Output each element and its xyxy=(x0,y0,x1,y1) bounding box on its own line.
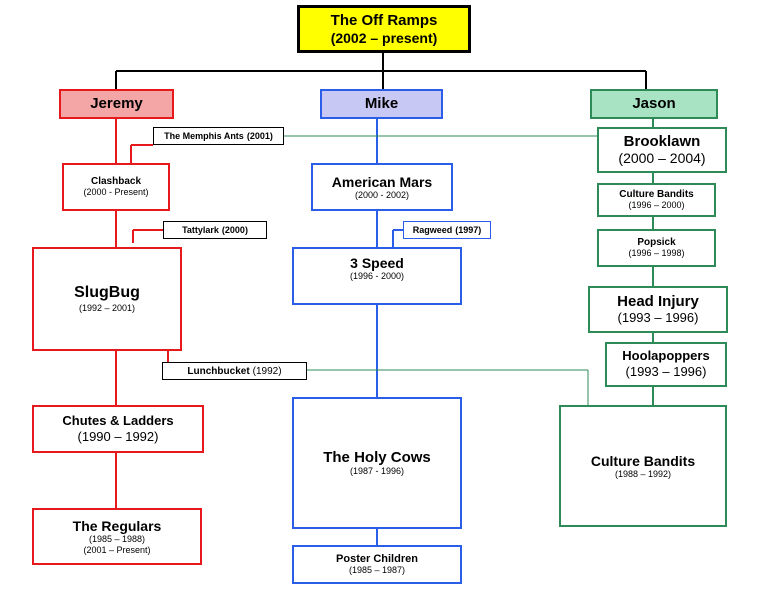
root-bracket xyxy=(115,53,647,89)
connector-tattylark: Tattylark (2000) xyxy=(163,221,267,239)
band-name: The Regulars xyxy=(72,517,162,534)
band-name: The Holy Cows xyxy=(323,448,431,466)
band-3-speed: 3 Speed (1996 - 2000) xyxy=(292,247,462,305)
band-american-mars: American Mars (2000 - 2002) xyxy=(311,163,453,211)
band-name: American Mars xyxy=(331,173,433,190)
band-years: (2000 - Present) xyxy=(83,187,149,198)
band-years: (2000 - 2002) xyxy=(354,189,410,200)
band-holy-cows: The Holy Cows (1987 - 1996) xyxy=(292,397,462,529)
connector-name: Ragweed xyxy=(412,225,453,235)
band-years: (1996 - 2000) xyxy=(349,271,405,282)
connector-years: (1997) xyxy=(455,225,482,235)
member-jason: Jason xyxy=(590,89,718,119)
band-years-second: (2001 – Present) xyxy=(83,544,151,555)
band-slugbug: SlugBug (1992 – 2001) xyxy=(32,247,182,351)
cross-connectors xyxy=(284,135,598,405)
band-culture-bandits-1988: Culture Bandits (1988 – 1992) xyxy=(559,405,727,527)
band-years: (1993 – 1996) xyxy=(625,364,707,380)
band-name: Head Injury xyxy=(617,293,699,311)
root-band-name: The Off Ramps xyxy=(330,12,438,30)
connector-years: (2000) xyxy=(221,225,248,235)
band-name: SlugBug xyxy=(74,284,140,302)
band-poster-children: Poster Children (1985 – 1987) xyxy=(292,545,462,584)
band-hoolapoppers: Hoolapoppers (1993 – 1996) xyxy=(605,342,727,387)
connector-ragweed: Ragweed (1997) xyxy=(403,221,491,239)
connector-years: (1992) xyxy=(252,365,282,377)
connector-lunchbucket: Lunchbucket (1992) xyxy=(162,362,307,380)
band-years: (2000 – 2004) xyxy=(618,150,706,167)
root-band-years: (2002 – present) xyxy=(330,29,438,46)
member-jeremy-label: Jeremy xyxy=(90,95,143,113)
root-band-box: The Off Ramps (2002 – present) xyxy=(297,5,471,53)
band-name: Chutes & Ladders xyxy=(62,412,174,428)
band-years: (1996 – 2000) xyxy=(628,200,685,211)
band-name: 3 Speed xyxy=(350,255,404,271)
band-clashback: Clashback (2000 - Present) xyxy=(62,163,170,211)
mike-chain xyxy=(376,119,403,545)
member-jeremy: Jeremy xyxy=(59,89,174,119)
jeremy-chain xyxy=(115,119,169,508)
band-years: (1993 – 1996) xyxy=(617,310,699,326)
band-years: (1985 – 1988) xyxy=(88,533,146,544)
band-name: Culture Bandits xyxy=(590,452,696,469)
band-head-injury: Head Injury (1993 – 1996) xyxy=(588,286,728,333)
band-name: Culture Bandits xyxy=(619,188,694,200)
band-regulars: The Regulars (1985 – 1988) (2001 – Prese… xyxy=(32,508,202,565)
band-name: Hoolapoppers xyxy=(622,348,710,364)
connector-name: Tattylark xyxy=(182,225,219,235)
member-mike-label: Mike xyxy=(364,95,399,113)
connector-name: The Memphis Ants xyxy=(164,131,244,141)
band-years: (1996 – 1998) xyxy=(628,248,685,259)
connector-years: (2001) xyxy=(246,131,273,141)
band-name: Popsick xyxy=(637,236,676,248)
band-name: Clashback xyxy=(90,175,142,187)
band-years: (1987 - 1996) xyxy=(349,466,405,477)
band-years: (1990 – 1992) xyxy=(77,428,159,444)
band-years: (1988 – 1992) xyxy=(614,468,672,479)
connector-name: Lunchbucket xyxy=(187,365,250,377)
band-years: (1985 – 1987) xyxy=(348,565,406,576)
band-years: (1992 – 2001) xyxy=(78,302,136,313)
band-brooklawn: Brooklawn (2000 – 2004) xyxy=(597,127,727,173)
band-name: Poster Children xyxy=(336,552,418,565)
band-chutes-ladders: Chutes & Ladders (1990 – 1992) xyxy=(32,405,204,453)
band-culture-bandits-1996: Culture Bandits (1996 – 2000) xyxy=(597,183,716,217)
member-mike: Mike xyxy=(320,89,443,119)
band-name: Brooklawn xyxy=(623,132,701,150)
connector-memphis-ants: The Memphis Ants (2001) xyxy=(153,127,284,145)
member-jason-label: Jason xyxy=(632,95,676,113)
band-popsick: Popsick (1996 – 1998) xyxy=(597,229,716,267)
